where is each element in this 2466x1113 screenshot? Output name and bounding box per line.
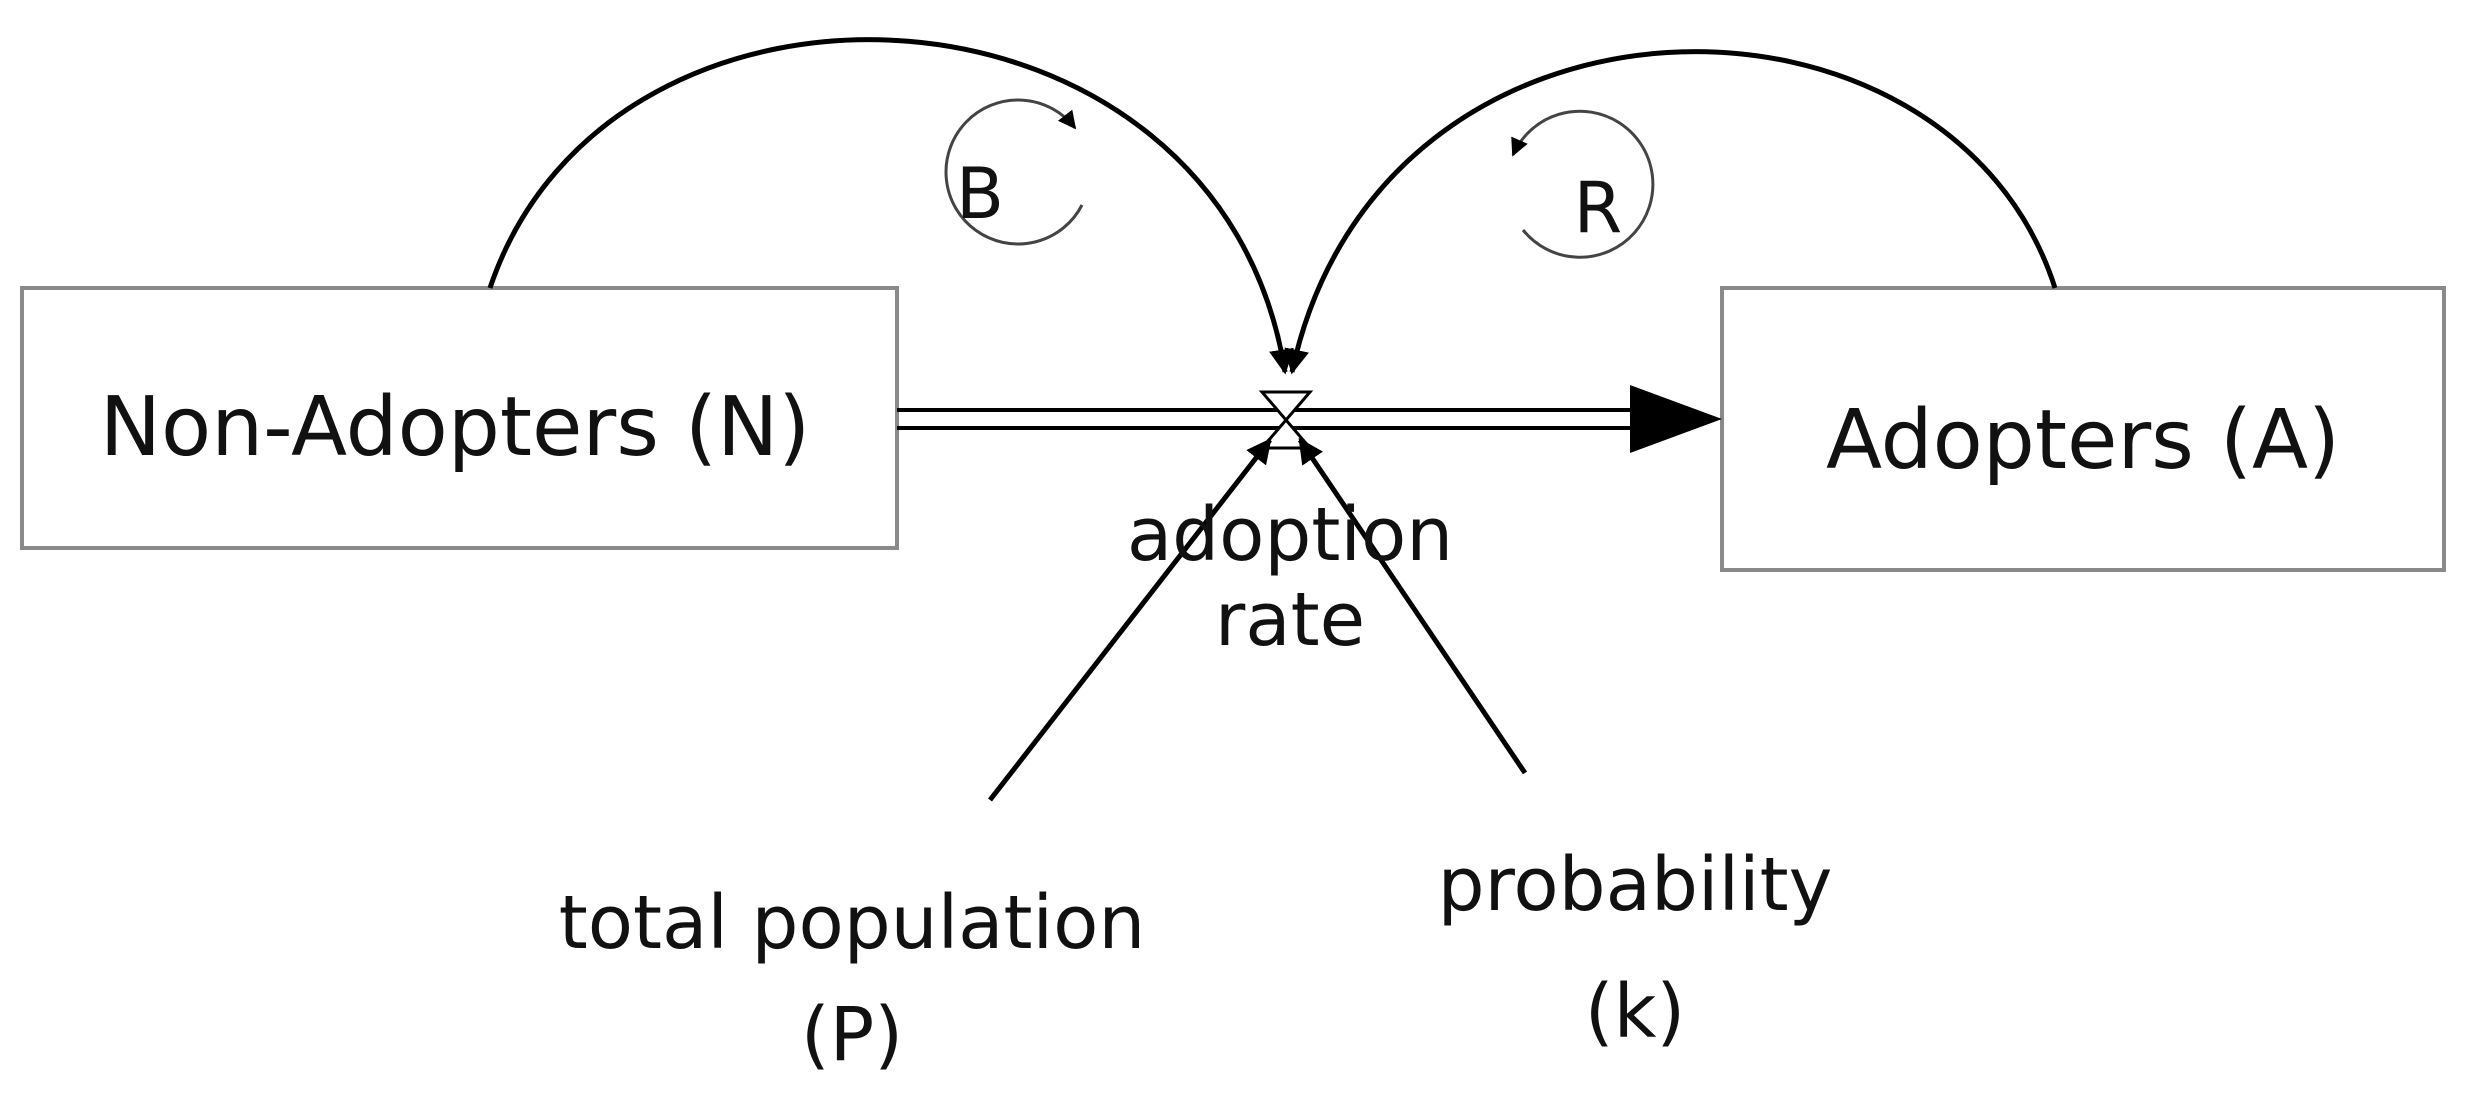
balancing-loop-indicator: B	[944, 98, 1084, 246]
stock-non-adopters: Non-Adopters (N)	[20, 286, 899, 550]
reinforcing-loop-arrow	[1511, 109, 1655, 259]
flow-label-line1: adoption	[1127, 492, 1453, 578]
flow-valve	[1258, 390, 1314, 450]
link-non-adopters-to-flow	[487, 37, 1294, 375]
balancing-loop-label: B	[956, 153, 1004, 235]
reinforcing-loop-indicator: R	[1511, 109, 1655, 259]
stock-adopters-label: Adopters (A)	[1826, 393, 2340, 488]
link-adopters-to-flow	[1284, 49, 2058, 375]
flow-arrowhead	[1630, 385, 1722, 453]
aux-probability-line2: (k)	[1585, 969, 1686, 1055]
link-total-population-to-flow	[988, 438, 1272, 802]
link-probability-to-flow	[1297, 437, 1528, 775]
balancing-loop-arrow	[944, 98, 1084, 246]
flow-label-line2: rate	[1215, 577, 1365, 663]
reinforcing-loop-label: R	[1574, 167, 1623, 249]
aux-probability-line1: probability	[1438, 842, 1833, 928]
stock-non-adopters-label: Non-Adopters (N)	[100, 380, 811, 475]
stock-adopters: Adopters (A)	[1720, 286, 2446, 572]
aux-total-population-line2: (P)	[801, 992, 903, 1078]
flow-pipe	[897, 385, 1722, 453]
aux-total-population-line1: total population	[559, 880, 1146, 966]
